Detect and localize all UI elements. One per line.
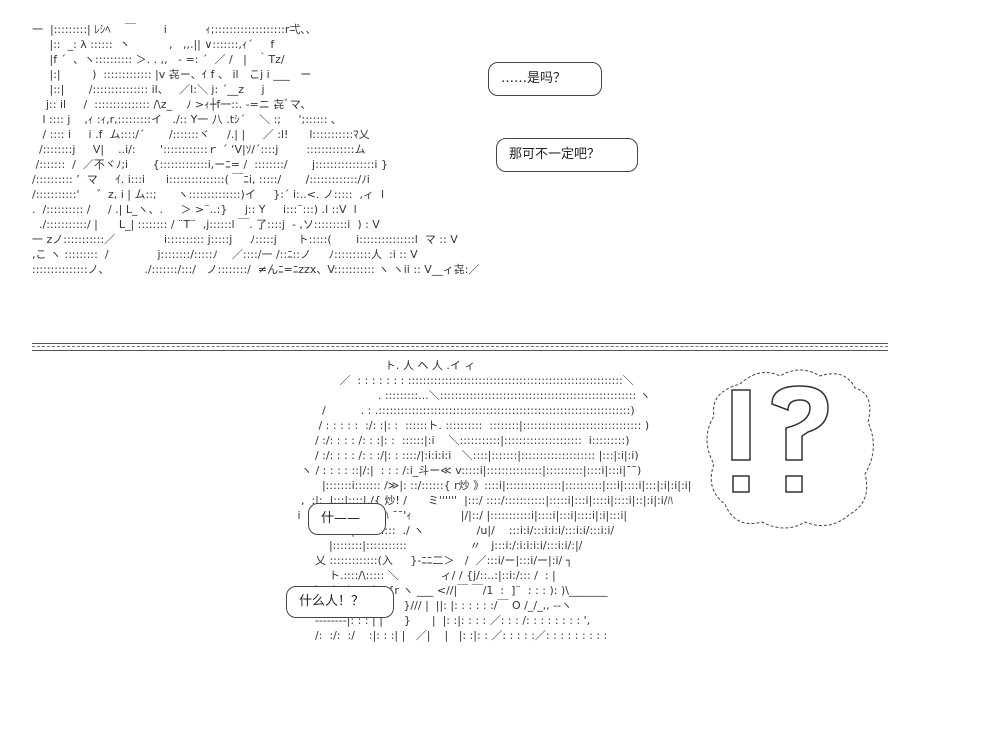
speech-bubble-4: 什么人！？ bbox=[286, 586, 394, 618]
ascii-art-top-scene: 一 |:::::::::| ﾚｼﾍ ￣ i ｨ;::::::::::::::::… bbox=[32, 23, 480, 276]
speech-text-4: 什么人！？ bbox=[299, 594, 365, 609]
speech-bubble-2: 那可不一定吧？ bbox=[496, 138, 638, 172]
exclamation-question-mark-svg bbox=[706, 369, 874, 529]
exclamation-mark-dot bbox=[732, 475, 750, 493]
speech-bubble-3: 什—— bbox=[308, 503, 386, 535]
speech-text-1: ……是吗？ bbox=[501, 71, 567, 86]
question-mark-hook bbox=[771, 385, 829, 461]
exclamation-burst-outline bbox=[706, 369, 874, 529]
speech-text-3: 什—— bbox=[321, 511, 361, 526]
question-mark-dot bbox=[785, 475, 803, 493]
speech-bubble-1: ……是吗？ bbox=[488, 62, 602, 96]
speech-text-2: 那可不一定吧？ bbox=[509, 147, 601, 162]
scene-divider bbox=[32, 343, 888, 351]
ascii-art-bottom-scene: ト. 人 ヘ 人 .イ ィ ／ : : : : : : : ::::::::::… bbox=[297, 359, 692, 642]
exclamation-mark-bar bbox=[731, 389, 751, 461]
exclamation-question-mark-graphic bbox=[700, 364, 880, 534]
